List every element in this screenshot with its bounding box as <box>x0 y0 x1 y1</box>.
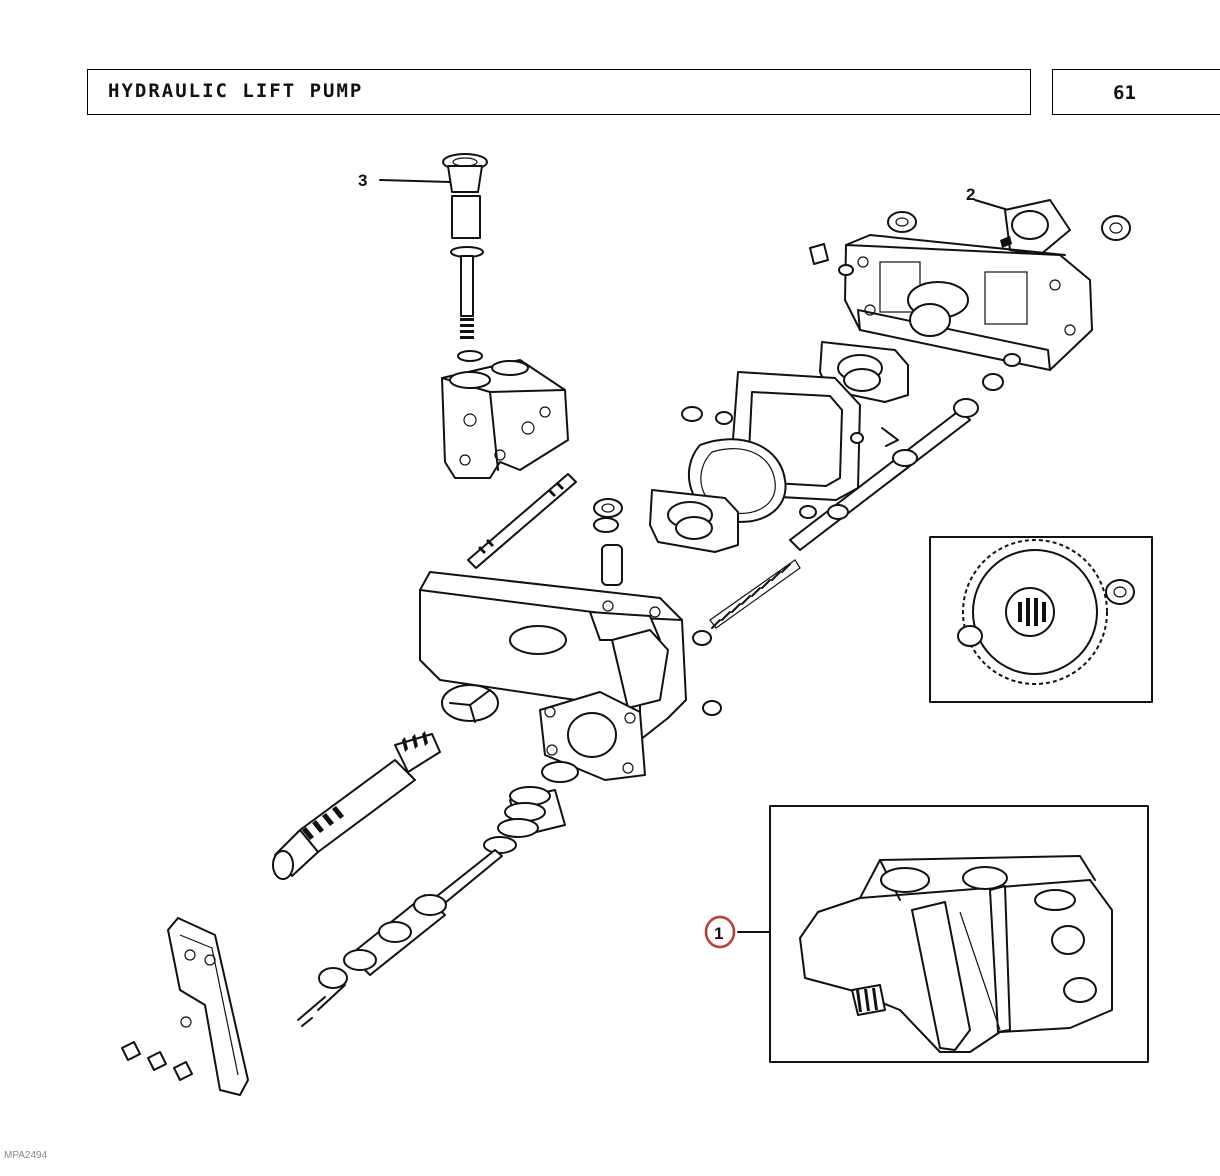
control-shaft-upper <box>692 398 979 646</box>
title-box: HYDRAULIC LIFT PUMP <box>87 69 1031 115</box>
gear-inset <box>929 536 1153 703</box>
long-rod <box>467 473 577 569</box>
pump-cover-plate <box>809 199 1131 371</box>
page-title: HYDRAULIC LIFT PUMP <box>108 80 364 102</box>
splined-drive-shaft <box>272 731 441 880</box>
page-number: 61 <box>1113 82 1136 104</box>
lever-arm <box>121 917 249 1096</box>
lower-control-valve <box>297 761 579 1027</box>
valve-stem-assembly <box>379 153 569 479</box>
page-number-box: 61 <box>1052 69 1220 115</box>
drawing-reference: MPA2494 <box>4 1150 48 1161</box>
washers-and-pins <box>593 373 1004 586</box>
assembled-pump-inset <box>737 805 1149 1063</box>
callout-1-circle <box>704 915 736 949</box>
lower-bracket <box>649 489 739 553</box>
callout-1-label: 1 <box>714 924 723 943</box>
flange-gasket <box>539 691 646 781</box>
callout-3-label: 3 <box>358 171 367 190</box>
callout-1: 1 <box>704 915 736 949</box>
callout-2-label: 2 <box>966 185 975 204</box>
